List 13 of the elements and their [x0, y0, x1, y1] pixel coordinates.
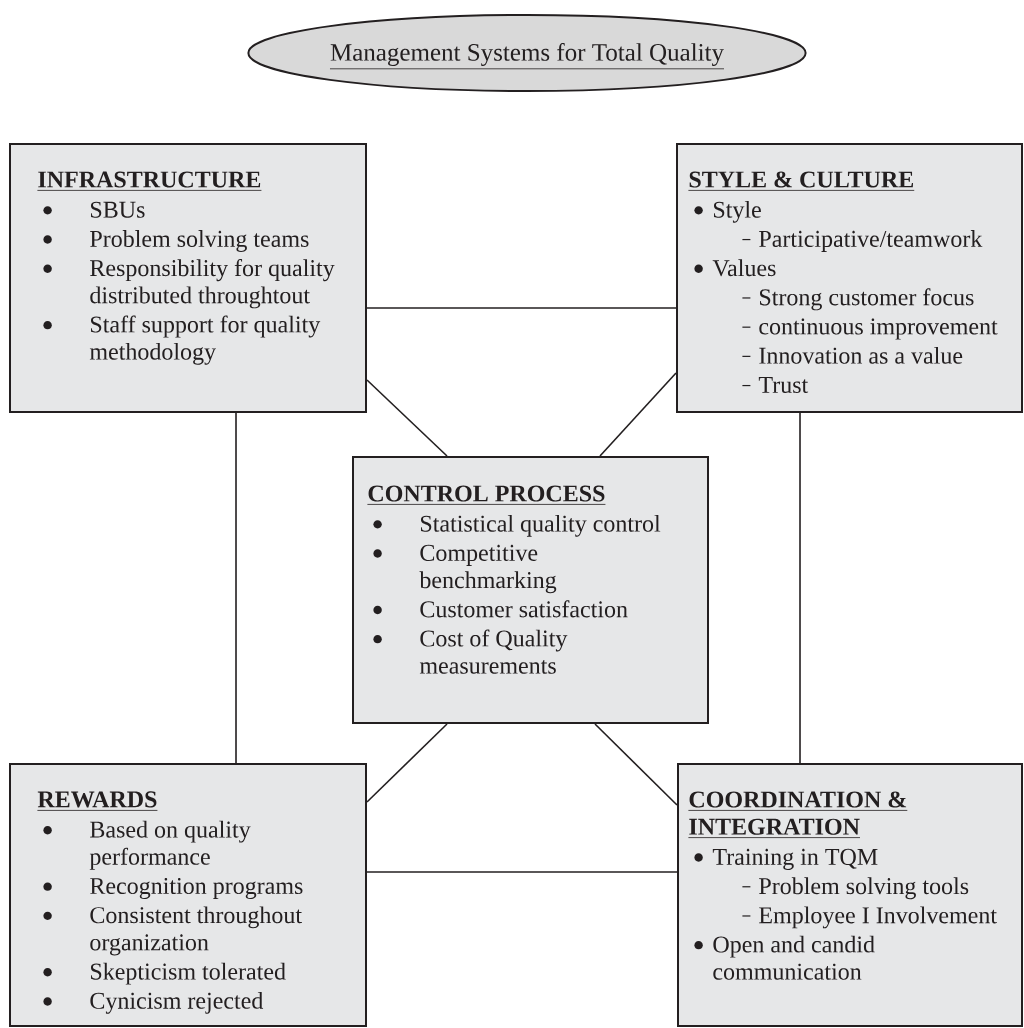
connector-line	[594, 723, 678, 806]
connector-line	[366, 871, 678, 873]
connector-line	[799, 412, 801, 764]
connector-line	[235, 412, 237, 764]
connector-line	[366, 307, 677, 309]
connector-line	[599, 372, 677, 457]
topic-box: COORDINATION & INTEGRATION Training in TQM Problem solving tools Employee I Involvement Open and candid communication	[677, 763, 1023, 1027]
topic-box: INFRASTRUCTURE SBUs Problem solving teams Responsibility for quality distributed throughtout Staff support for quality methodology	[9, 143, 367, 413]
connector-line	[366, 723, 448, 803]
connector-line	[366, 379, 448, 457]
topic-box: CONTROL PROCESS Statistical quality control Competitive benchmarking Customer satisfaction Cost of Quality measurements	[352, 456, 709, 724]
topic-box: STYLE & CULTURE Style Participative/teamwork Values Strong customer focus continuous improvement Innovation as a value Trust	[676, 143, 1023, 413]
topic-box: REWARDS Based on quality performance Recognition programs Consistent throughout organization Skepticism tolerated Cynicism rejected	[9, 763, 367, 1027]
